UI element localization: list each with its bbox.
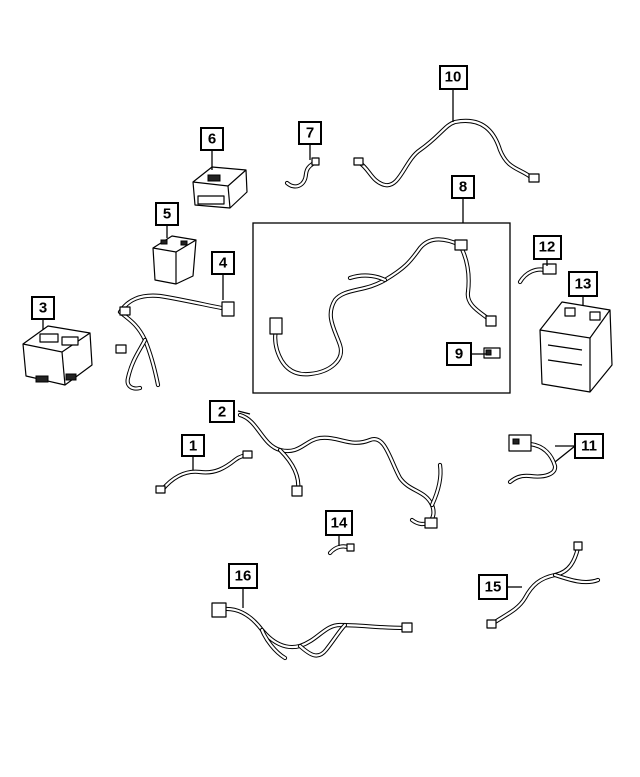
part-9-connector[interactable]	[483, 347, 501, 359]
part-12-lead[interactable]	[517, 263, 557, 285]
callout-15-label: 15	[485, 579, 502, 596]
part-3-fuse-box[interactable]	[22, 325, 93, 386]
callout-1[interactable]: 1	[181, 434, 205, 457]
callout-15[interactable]: 15	[478, 574, 508, 600]
callout-13[interactable]: 13	[568, 271, 598, 297]
callout-12[interactable]: 12	[533, 235, 562, 260]
callout-4[interactable]: 4	[211, 251, 235, 275]
callout-16-label: 16	[235, 568, 252, 585]
callout-16[interactable]: 16	[228, 563, 258, 589]
part-10-cable[interactable]	[353, 118, 540, 188]
callout-12-label: 12	[539, 239, 556, 256]
callout-9-label: 9	[455, 346, 463, 363]
callout-8-label: 8	[459, 179, 467, 196]
callout-7-label: 7	[306, 125, 314, 142]
leader-lines	[42, 89, 584, 608]
callout-2-label: 2	[218, 404, 226, 421]
callout-3-label: 3	[39, 300, 47, 317]
callout-8[interactable]: 8	[451, 175, 475, 199]
callout-10-label: 10	[445, 69, 462, 86]
callout-10[interactable]: 10	[439, 65, 468, 90]
callout-6[interactable]: 6	[200, 127, 224, 151]
callout-14[interactable]: 14	[325, 510, 353, 536]
part-7-cable[interactable]	[284, 157, 320, 189]
part-4-cable[interactable]	[115, 293, 235, 391]
part-8-harness[interactable]	[269, 237, 497, 377]
callout-14-label: 14	[331, 515, 348, 532]
part-2-harness[interactable]	[237, 412, 443, 529]
callout-1-label: 1	[189, 438, 197, 455]
part-15-cable[interactable]	[486, 541, 601, 629]
callout-4-label: 4	[219, 255, 228, 272]
part-5-battery[interactable]	[152, 235, 197, 285]
callout-11[interactable]: 11	[574, 433, 604, 459]
callout-13-label: 13	[575, 276, 592, 293]
callout-7[interactable]: 7	[298, 121, 322, 145]
callout-2[interactable]: 2	[209, 400, 235, 423]
part-1-cable[interactable]	[155, 450, 253, 494]
part-6-module[interactable]	[192, 166, 248, 209]
part-16-harness[interactable]	[211, 602, 413, 661]
callout-11-label: 11	[581, 438, 597, 455]
callout-9[interactable]: 9	[446, 342, 472, 366]
callout-6-label: 6	[208, 131, 216, 148]
part-14-clip[interactable]	[327, 543, 355, 556]
part-11-cable[interactable]	[507, 434, 558, 485]
part-13-battery[interactable]	[539, 301, 613, 393]
callout-3[interactable]: 3	[31, 296, 55, 320]
subassembly-frame	[252, 222, 511, 394]
callout-5[interactable]: 5	[155, 202, 179, 226]
callout-5-label: 5	[163, 206, 171, 223]
